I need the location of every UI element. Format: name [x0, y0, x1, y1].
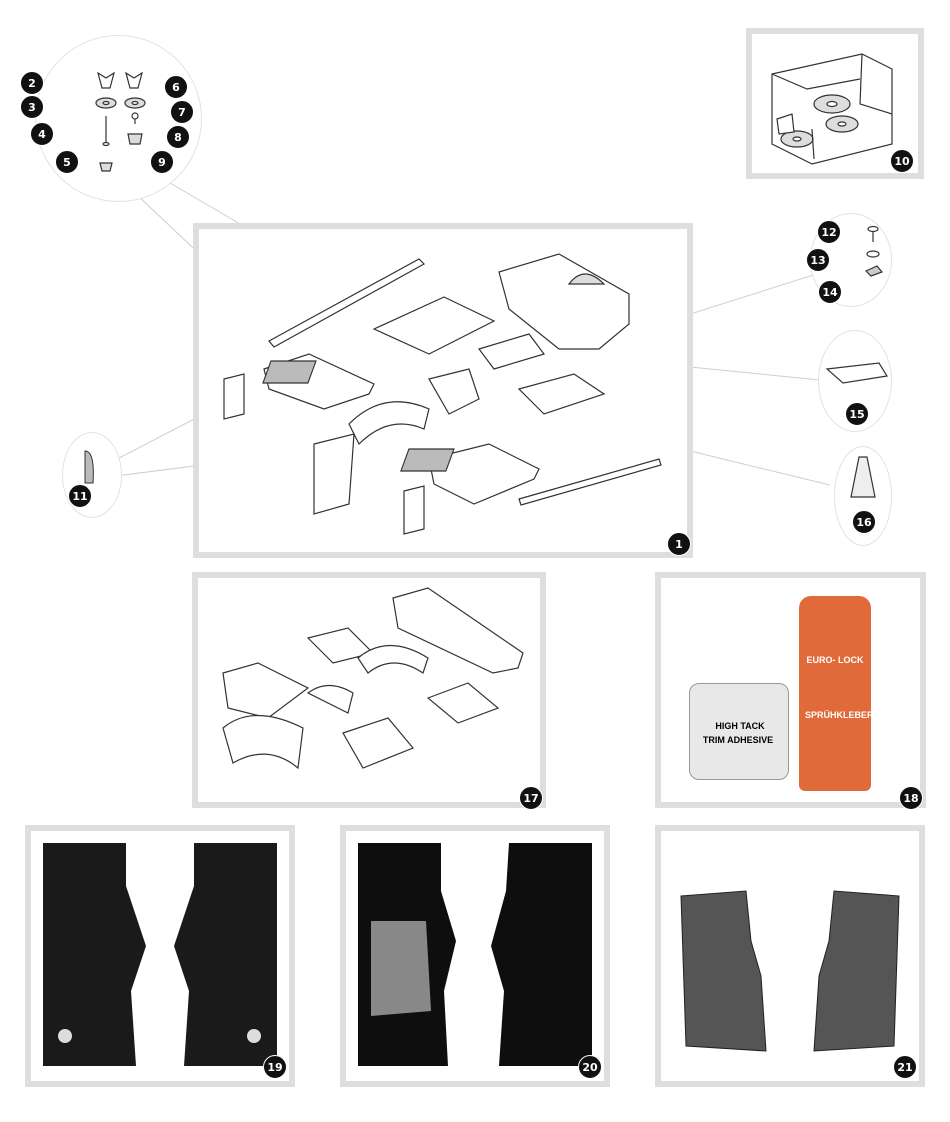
- callout-13: 13: [806, 248, 830, 272]
- callout-10: 10: [890, 149, 914, 173]
- tin-label-bottom: TRIM ADHESIVE: [702, 735, 774, 745]
- callout-2: 2: [20, 71, 44, 95]
- spray-can: EURO- LOCK SPRÜHKLEBER: [799, 596, 874, 791]
- fastener-detail-circle: [35, 35, 202, 202]
- callout-16: 16: [852, 510, 876, 534]
- fastener-kit-panel: 10: [746, 28, 924, 179]
- adhesive-panel: HIGH TACK TRIM ADHESIVE EURO- LOCK SPRÜH…: [655, 572, 926, 810]
- heel-pad-drawing: [84, 450, 94, 484]
- callout-5: 5: [55, 150, 79, 174]
- callout-1: 1: [667, 532, 691, 556]
- tin-label-top: HIGH TACK: [715, 721, 765, 731]
- callout-19: 19: [263, 1055, 287, 1079]
- carpet-mats-panel: 19: [25, 825, 295, 1087]
- carpet-set-drawing: [223, 253, 662, 535]
- callout-17: 17: [519, 786, 543, 810]
- spray-sub-label: SPRÜHKLEBER: [805, 710, 874, 720]
- callout-4: 4: [30, 122, 54, 146]
- trim-piece-drawing: [825, 362, 888, 384]
- gaiter-drawing: [850, 456, 876, 498]
- adhesive-tin: HIGH TACK TRIM ADHESIVE: [689, 683, 789, 780]
- trim-piece-detail-circle: [818, 330, 892, 432]
- callout-15: 15: [845, 402, 869, 426]
- callout-20: 20: [578, 1055, 602, 1079]
- underlay-set-drawing: [222, 587, 524, 770]
- callout-18: 18: [899, 786, 923, 810]
- callout-6: 6: [164, 75, 188, 99]
- black-mats-drawing: [358, 843, 592, 1066]
- underlay-set-panel: 17: [192, 572, 546, 810]
- callout-3: 3: [20, 95, 44, 119]
- screw-drawing: [864, 225, 884, 277]
- callout-8: 8: [166, 125, 190, 149]
- carpet-set-panel: 1: [193, 223, 693, 558]
- callout-7: 7: [170, 100, 194, 124]
- callout-11: 11: [68, 484, 92, 508]
- fastener-drawing: [95, 71, 146, 172]
- rubber-mats-drawing: [680, 890, 900, 1052]
- callout-12: 12: [817, 220, 841, 244]
- spray-brand: EURO- LOCK: [806, 655, 864, 665]
- kit-box-drawing: [771, 53, 893, 165]
- callout-9: 9: [150, 150, 174, 174]
- black-mats-panel: 20: [340, 825, 610, 1087]
- rubber-mats-panel: 21: [655, 825, 925, 1087]
- heel-pad-detail-circle: [62, 432, 122, 518]
- callout-21: 21: [893, 1055, 917, 1079]
- carpet-mats-drawing: [43, 843, 277, 1066]
- callout-14: 14: [818, 280, 842, 304]
